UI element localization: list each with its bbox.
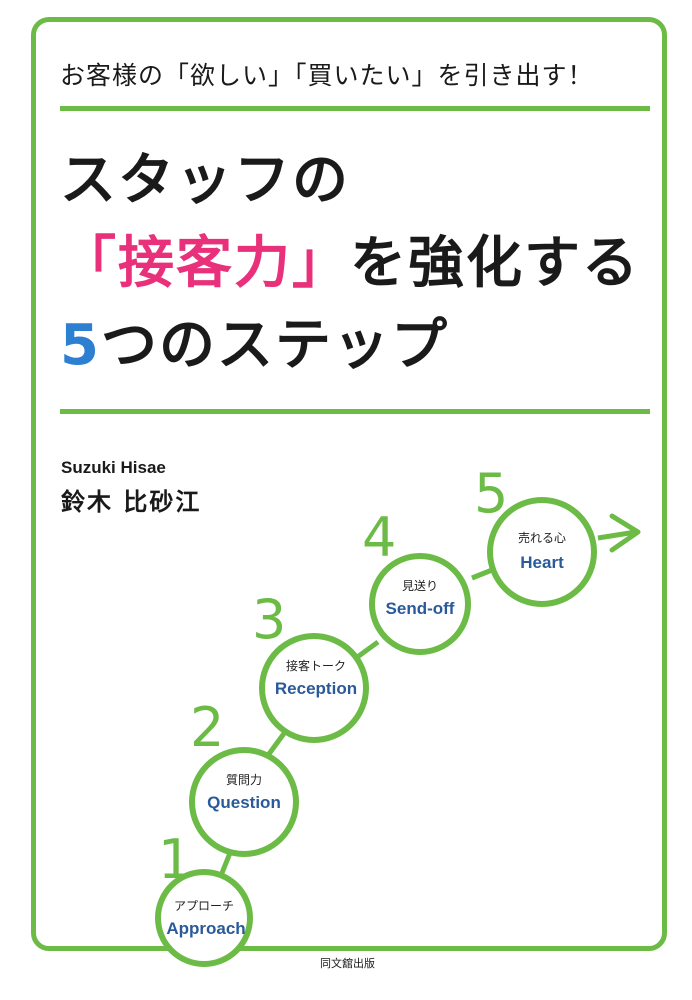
publisher: 同文舘出版 [320, 957, 375, 970]
step-label-ja: 見送り [402, 578, 438, 593]
step-5: 5 売れる心 Heart [474, 462, 597, 607]
step-circle [487, 497, 597, 607]
author-romaji: Suzuki Hisae [61, 458, 166, 477]
title-number: 5 [60, 313, 101, 378]
step-label-en: Send-off [386, 599, 455, 618]
arrow-shaft [597, 529, 637, 541]
title-line-2: 「接客力」を強化する [60, 236, 640, 292]
title-highlight: 接客力 [118, 231, 292, 296]
step-label-en: Heart [520, 553, 564, 572]
subtitle: お客様の「欲しい」「買いたい」を引き出す！ [60, 61, 594, 90]
step-number: 2 [190, 696, 224, 759]
title-bracket-open: 「 [60, 231, 118, 296]
step-circle [369, 553, 471, 655]
step-label-ja: アプローチ [174, 899, 234, 913]
step-circle [189, 747, 299, 857]
step-1: 1 アプローチ Approach [155, 828, 253, 967]
step-label-en: Question [207, 793, 281, 812]
step-2: 2 質問力 Question [189, 696, 299, 857]
top-rule [60, 106, 650, 111]
step-label-en: Reception [275, 679, 357, 698]
step-label-en: Approach [166, 919, 245, 938]
step-4: 4 見送り Send-off [362, 506, 471, 655]
bottom-rule [60, 409, 650, 414]
step-circle [259, 633, 369, 743]
arrow-head-icon [609, 513, 641, 553]
step-label-ja: 質問力 [226, 772, 262, 787]
step-label-ja: 売れる心 [518, 530, 566, 545]
title-bracket-close: 」 [292, 231, 350, 296]
step-number: 3 [252, 588, 286, 651]
title-line-3-rest: つのステップ [100, 313, 449, 378]
step-number: 4 [362, 506, 396, 569]
author-name: 鈴木 比砂江 [61, 488, 202, 516]
step-3: 3 接客トーク Reception [252, 588, 369, 743]
title-line-2-rest: を強化する [350, 231, 640, 296]
step-label-ja: 接客トーク [286, 658, 346, 673]
step-circle [155, 869, 253, 967]
cover-frame [31, 17, 667, 951]
connector-4-5 [471, 567, 493, 581]
title-line-1: スタッフの [60, 148, 350, 213]
connector-3-4 [354, 639, 380, 661]
title-line-3: 5つのステップ [60, 318, 449, 374]
